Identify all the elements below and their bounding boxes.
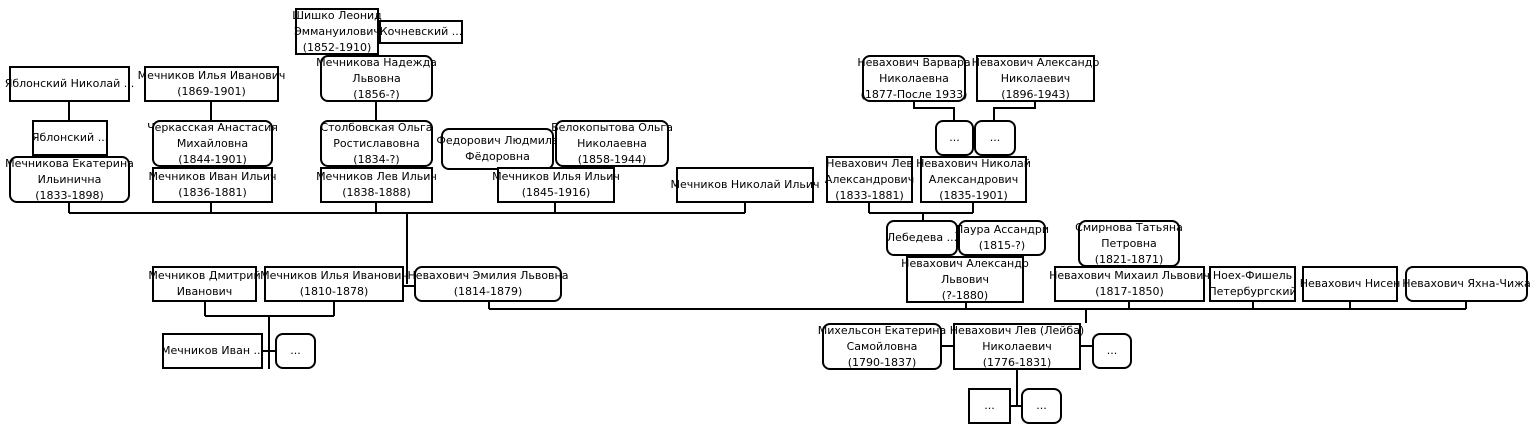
person-mechnikov-ivan[interactable]: Мечников Иван ... (161, 333, 264, 369)
person-mechnikov-nikolai-ilyich[interactable]: Мечников Николай Ильич (670, 167, 820, 203)
person-nevakhovich-nisen[interactable]: Невахович Нисен (1300, 266, 1400, 302)
collapsed-person-d[interactable]: ... (1092, 333, 1132, 369)
person-mechnikov-ilya-ilyich[interactable]: Мечников Илья Ильич(1845-1916) (492, 167, 620, 203)
person-mechnikov-ilya-ivanovich-1869[interactable]: Мечников Илья Иванович(1869-1901) (138, 66, 285, 102)
collapsed-person-c[interactable]: ... (275, 333, 316, 369)
person-lebedeva[interactable]: Лебедева ... (886, 220, 958, 256)
collapsed-person-e[interactable]: ... (968, 388, 1011, 424)
person-yablonsky-nikolai[interactable]: Яблонский Николай ... (5, 66, 134, 102)
collapsed-person-f[interactable]: ... (1021, 388, 1062, 424)
person-laura-assandri[interactable]: Лаура Ассандри(1815-?) (955, 220, 1049, 256)
connector-line (993, 102, 1036, 120)
person-mechnikov-ivan-ilyich[interactable]: Мечников Иван Ильич(1836-1881) (149, 167, 277, 203)
person-nevakhovich-mikhail[interactable]: Невахович Михаил Львович(1817-1850) (1049, 266, 1210, 302)
person-kochnevsky[interactable]: Кочневский ... (379, 20, 463, 44)
person-nevakhovich-yakhna[interactable]: Невахович Яхна-Чижа (1402, 266, 1531, 302)
person-yablonsky-spouse[interactable]: Яблонский ... (32, 120, 108, 156)
person-nevakhovich-emilia[interactable]: Невахович Эмилия Львовна(1814-1879) (408, 266, 568, 302)
person-mechnikov-ilya-ivanovich-1810[interactable]: Мечников Илья Иванович(1810-1878) (260, 266, 408, 302)
person-nevakhovich-lev-leiba[interactable]: Невахович Лев (Лейба)Николаевич(1776-183… (949, 323, 1085, 370)
connector-line (913, 102, 955, 120)
collapsed-person-a[interactable]: ... (935, 120, 974, 156)
collapsed-person-b[interactable]: ... (974, 120, 1016, 156)
person-mechnikov-lev-ilyich[interactable]: Мечников Лев Ильич(1838-1888) (316, 167, 437, 203)
